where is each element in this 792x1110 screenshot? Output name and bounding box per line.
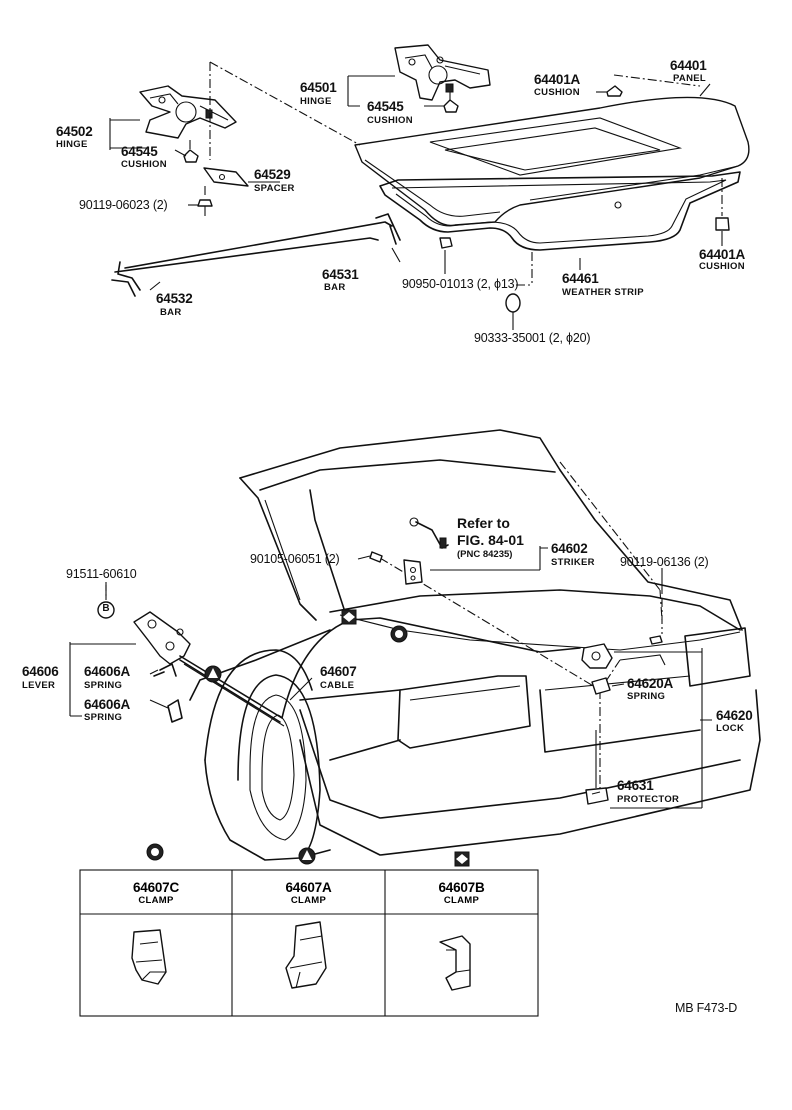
label-refer-line1: Refer to <box>457 515 510 531</box>
trunk-lid-panel <box>354 96 750 227</box>
label-64401-num: 64401 <box>670 58 707 73</box>
label-64606a-b-name: SPRING <box>84 712 123 723</box>
torsion-bar-64532 <box>111 237 379 297</box>
top-leader-lines <box>109 75 711 330</box>
clamp-64607b-name: CLAMP <box>443 895 480 906</box>
label-64631-name: PROTECTOR <box>617 794 680 805</box>
label-64606a-b-num: 64606A <box>84 697 131 712</box>
label-64501-name: HINGE <box>300 96 332 107</box>
spacer-64529 <box>203 167 249 187</box>
clamp-64607a-name: CLAMP <box>290 895 327 906</box>
label-64401-name: PANEL <box>673 73 706 84</box>
label-64545-a-num: 64545 <box>367 99 404 114</box>
label-64606a-a-name: SPRING <box>84 680 123 691</box>
label-64606-num: 64606 <box>22 664 59 679</box>
cushion-64401a-top <box>596 85 623 97</box>
marker-triangle-bottom <box>298 847 316 865</box>
label-64602-name: STRIKER <box>551 557 595 568</box>
label-64532-name: BAR <box>160 307 182 318</box>
label-64531-num: 64531 <box>322 267 359 282</box>
label-refer-line2: FIG. 84-01 <box>457 532 524 548</box>
label-90119-06136: 90119-06136 (2) <box>620 555 709 569</box>
clamp-64607c-drawing <box>131 929 167 985</box>
clamp-64607a-drawing <box>285 921 327 989</box>
marker-b-letter: B <box>102 603 110 614</box>
car-rear-body <box>189 429 761 861</box>
label-64620-name: LOCK <box>716 723 745 734</box>
label-90333-35001: 90333-35001 (2, ϕ20) <box>474 331 591 345</box>
label-64502-num: 64502 <box>56 124 93 139</box>
clamp-marker-circle <box>146 843 164 861</box>
label-64502-name: HINGE <box>56 139 88 150</box>
label-64606a-a-num: 64606A <box>84 664 131 679</box>
label-64631-num: 64631 <box>617 778 654 793</box>
clamp-64607c-name: CLAMP <box>138 895 174 906</box>
marker-circle-lid <box>390 625 408 643</box>
weather-strip-64461 <box>379 171 741 251</box>
marker-diamond-top <box>341 609 357 625</box>
lock-64620 <box>581 643 613 695</box>
label-64401a-right-num: 64401A <box>699 247 746 262</box>
bottom-leader-lines <box>69 546 712 809</box>
protector-64631 <box>585 787 609 805</box>
cable-64607 <box>179 617 581 727</box>
label-64401a-right-name: CUSHION <box>699 261 745 272</box>
bolt-90105-06051 <box>369 551 383 563</box>
dash-line-lock <box>347 461 663 790</box>
hinge-64502 <box>139 85 237 163</box>
label-91511-60610: 91511-60610 <box>66 567 137 581</box>
marker-triangle-wheel <box>204 665 222 683</box>
hinge-64501 <box>394 44 491 113</box>
label-64606-name: LEVER <box>22 680 56 691</box>
label-64501-num: 64501 <box>300 80 337 95</box>
label-64529-name: SPACER <box>254 183 295 194</box>
label-64545-a-name: CUSHION <box>367 115 413 126</box>
label-90950-01013: 90950-01013 (2, ϕ13) <box>402 277 519 291</box>
label-90119-06023: 90119-06023 (2) <box>79 198 168 212</box>
label-90105-06051: 90105-06051 (2) <box>250 552 340 566</box>
label-64545-b-num: 64545 <box>121 144 158 159</box>
clamp-cell-64607a: 64607A CLAMP <box>232 880 385 906</box>
label-64401a-top-num: 64401A <box>534 72 581 87</box>
clamp-64607c-num: 64607C <box>132 880 180 895</box>
clamp-64607a-num: 64607A <box>285 880 332 895</box>
label-64620-num: 64620 <box>716 708 753 723</box>
label-64607-name: CABLE <box>320 680 355 691</box>
label-64607-num: 64607 <box>320 664 357 679</box>
label-64620a-num: 64620A <box>627 676 674 691</box>
label-64461-num: 64461 <box>562 271 599 286</box>
bolt-90119-06023 <box>197 186 213 216</box>
striker-64602 <box>403 559 423 585</box>
label-64401a-top-name: CUSHION <box>534 87 580 98</box>
clamp-64607b-num: 64607B <box>438 880 485 895</box>
label-64531-name: BAR <box>324 282 346 293</box>
clamp-marker-diamond <box>454 851 470 867</box>
label-64532-num: 64532 <box>156 291 193 306</box>
clamp-cell-64607c: 64607C CLAMP <box>80 880 232 906</box>
dash-line-hinge <box>209 61 361 160</box>
torsion-bar-64531 <box>124 213 401 269</box>
label-64620a-name: SPRING <box>627 691 666 702</box>
label-64545-b-name: CUSHION <box>121 159 167 170</box>
lever-64606 <box>133 611 191 723</box>
cushion-64401a-right <box>715 178 730 246</box>
label-64461-name: WEATHER STRIP <box>562 287 644 298</box>
clamp-cell-64607b: 64607B CLAMP <box>385 880 538 906</box>
label-64602-num: 64602 <box>551 541 588 556</box>
footer-figure-code: MB F473-D <box>675 1001 738 1015</box>
clip-90950-01013 <box>439 237 453 249</box>
clamp-table <box>79 869 539 1017</box>
hole-plug-90333-35001 <box>505 293 521 313</box>
bolt-90119-06136 <box>649 598 663 645</box>
label-64529-num: 64529 <box>254 167 291 182</box>
striker-ref-84235 <box>409 517 449 549</box>
label-refer-line3: (PNC 84235) <box>457 549 513 560</box>
clamp-64607b-drawing <box>439 935 471 991</box>
dash-line-panel <box>613 74 701 87</box>
